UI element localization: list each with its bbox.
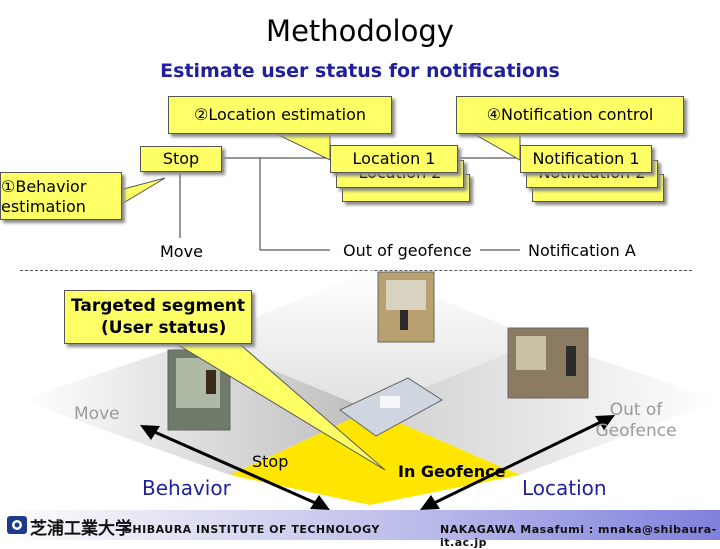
notification-1-box: Notification 1 — [520, 145, 652, 173]
university-logo-text: 芝浦工業大学 — [30, 519, 132, 539]
move-node: Move — [160, 242, 203, 261]
photo-right — [507, 327, 589, 399]
out-of-geofence-node: Out of geofence — [343, 241, 472, 260]
notification-a-node: Notification A — [528, 241, 636, 260]
photo-bottom — [339, 377, 443, 437]
out-of-geofence-line1: Out of — [609, 400, 663, 420]
behavior-estimation-box: ①Behavior estimation — [0, 172, 122, 220]
slide-subtitle: Estimate user status for notifications — [160, 60, 560, 82]
footer-bar — [0, 510, 720, 540]
behavior-estimation-line2: estimation — [1, 197, 86, 216]
behavior-estimation-line1: ①Behavior — [1, 177, 87, 196]
photo-top — [377, 271, 435, 343]
section-divider — [20, 270, 692, 271]
targeted-segment-line2: (User status) — [101, 318, 227, 338]
in-geofence-stop-segment — [230, 410, 520, 505]
out-of-geofence-quadrant-label: Out of Geofence — [588, 400, 684, 442]
author-contact: NAKAGAWA Masafumi : mnaka@shibaura-it.ac… — [440, 523, 717, 549]
targeted-segment-line1: Targeted segment — [71, 296, 245, 316]
double-arrow-icon — [140, 415, 615, 510]
move-quadrant-label: Move — [74, 404, 120, 424]
logo-icon — [7, 516, 27, 534]
behavior-axis-label: Behavior — [142, 476, 231, 500]
stop-node: Stop — [140, 146, 222, 172]
in-geofence-label: In Geofence — [398, 462, 506, 481]
slide-title: Methodology — [266, 14, 454, 48]
stop-quadrant-label: Stop — [252, 452, 289, 471]
location-1-box: Location 1 — [330, 145, 458, 173]
flow-connectors — [119, 125, 521, 251]
targeted-segment-box: Targeted segment (User status) — [64, 290, 252, 344]
institute-name: SHIBAURA INSTITUTE OF TECHNOLOGY — [124, 523, 380, 536]
out-of-geofence-line2: Geofence — [595, 421, 677, 441]
notification-control-box: ④Notification control — [456, 96, 684, 134]
location-axis-label: Location — [522, 476, 607, 500]
location-estimation-box: ②Location estimation — [168, 96, 392, 134]
